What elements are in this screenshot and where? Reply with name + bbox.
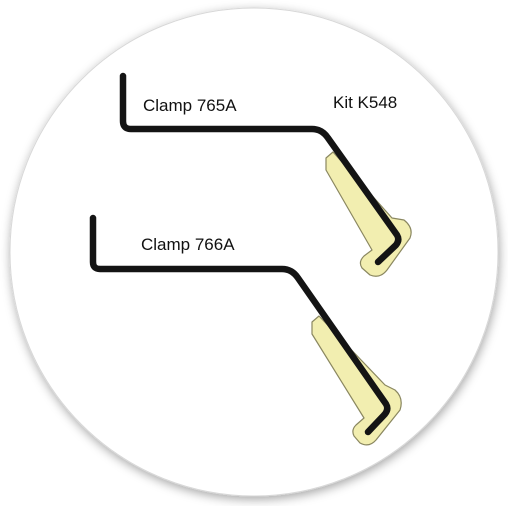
kit-label: Kit K548 [333,93,397,112]
clamp-765a-icon [119,72,412,277]
clamp-765a-wire [119,72,402,266]
label-disc [9,7,499,497]
clamp-766a-pad [311,315,402,446]
clamp-766a-label: Clamp 766A [141,235,235,254]
clamp-765a-label: Clamp 765A [143,96,237,115]
clamp-766a-icon [89,214,402,446]
clamp-765a-pad [325,151,412,277]
clamp-766a-wire [89,214,391,436]
